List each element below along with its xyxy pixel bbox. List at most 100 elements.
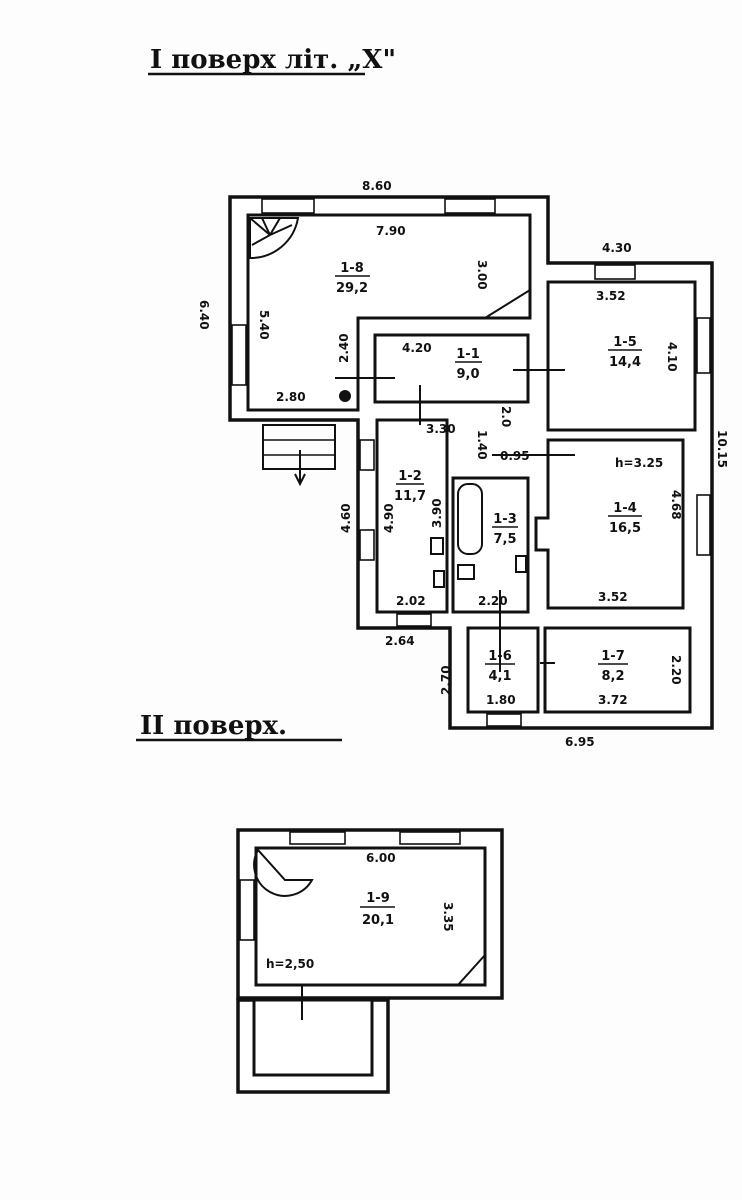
floor1-title: I поверх літ. „Х"	[150, 45, 396, 75]
stove-icon	[481, 288, 531, 319]
room-1-7	[543, 626, 692, 714]
label-text: 4.68	[669, 490, 683, 520]
label-text: 4.20	[402, 341, 432, 355]
label-text: 3.52	[598, 590, 628, 604]
window	[359, 439, 375, 471]
label-text: 11,7	[394, 489, 426, 504]
floor2-plan: 1-9 20,1 6.00 3.35 h=2,50	[236, 828, 504, 1094]
dim-6-00: 6.00	[366, 851, 396, 865]
label-text: 1-9	[366, 891, 390, 906]
label-text: 4.90	[382, 503, 396, 533]
room-1-2	[375, 418, 449, 614]
dimension-labels: 8.60 7.90 6.40 5.40 2.40 4.20 2.80 3.00 …	[197, 179, 729, 749]
label-text: 2.64	[385, 634, 415, 648]
column-icon	[339, 390, 351, 402]
label-text: 3.00	[475, 260, 489, 290]
dim-3-35: 3.35	[441, 902, 455, 932]
stove-icon	[455, 952, 486, 986]
floor1-plan: 1-8 29,2 1-1 9,0 1-5 14,4 1-2 11,7 1-3 7…	[197, 179, 729, 749]
sink-icon	[457, 564, 475, 580]
window	[396, 613, 432, 627]
label-text: 4.60	[339, 503, 353, 533]
room-label-1-5: 1-5 14,4	[608, 335, 642, 370]
window	[359, 529, 375, 561]
window	[289, 831, 346, 845]
room-label-1-2: 1-2 11,7	[394, 469, 426, 504]
label-text: 2.02	[396, 594, 426, 608]
dim-h-2-50: h=2,50	[266, 957, 314, 971]
label-text: 8,2	[601, 669, 624, 684]
label-text: 6.40	[197, 300, 211, 330]
appliance-icon-2	[433, 570, 445, 588]
window	[444, 198, 496, 214]
room-label-1-1: 1-1 9,0	[455, 347, 482, 382]
label-text: 0.95	[500, 449, 530, 463]
label-text: 14,4	[609, 355, 641, 370]
bathtub-icon	[457, 483, 483, 555]
door-marks	[335, 369, 575, 672]
toilet-icon	[515, 555, 527, 573]
label-text: 2.40	[337, 333, 351, 363]
label-text: 5.40	[257, 310, 271, 340]
window	[486, 713, 522, 727]
entrance-arrow-icon	[294, 450, 306, 487]
label-text: 1-6	[488, 649, 512, 664]
label-text: 2.70	[439, 665, 453, 695]
room-1-8	[246, 213, 532, 412]
label-text: 1-5	[613, 335, 637, 350]
window	[696, 494, 711, 556]
label-text: 6.95	[565, 735, 595, 749]
label-text: 8.60	[362, 179, 392, 193]
room-1-4	[534, 438, 685, 610]
room-1-6	[466, 626, 540, 714]
room-1-1	[373, 333, 530, 404]
label-text: 9,0	[456, 367, 479, 382]
annex-room	[252, 998, 374, 1077]
label-text: 29,2	[336, 281, 368, 296]
label-text: 4,1	[488, 669, 511, 684]
spiral-stair-icon	[249, 217, 300, 260]
window	[231, 324, 247, 386]
label-text: 1-7	[601, 649, 625, 664]
room-1-5	[546, 280, 697, 432]
label-text: 1-3	[493, 512, 517, 527]
window	[696, 317, 711, 374]
window	[239, 879, 255, 941]
room-1-9	[254, 846, 487, 987]
spiral-stair-icon	[253, 848, 314, 897]
label-text: 1-1	[456, 347, 480, 362]
label-text: 1-4	[613, 501, 637, 516]
window	[399, 831, 461, 845]
room-1-3	[451, 476, 530, 614]
floor2-title: II поверх.	[140, 711, 287, 741]
label-text: 2.20	[669, 655, 683, 685]
label-text: 16,5	[609, 521, 641, 536]
room-label-1-4: 1-4 16,5	[608, 501, 642, 536]
window	[594, 264, 636, 280]
room-label-1-7: 1-7 8,2	[598, 649, 628, 684]
label-text: 20,1	[362, 913, 394, 928]
label-text: 7.90	[376, 224, 406, 238]
label-text: 4.10	[665, 342, 679, 372]
label-text: 2.20	[478, 594, 508, 608]
label-text: 3.72	[598, 693, 628, 707]
label-text: 1-2	[398, 469, 422, 484]
label-text: 1.80	[486, 693, 516, 707]
room-label-1-3: 1-3 7,5	[492, 512, 518, 547]
room-label-1-6: 1-6 4,1	[485, 649, 515, 684]
label-text: 3.90	[430, 498, 444, 528]
stair-steps	[249, 217, 293, 246]
room-label-1-8: 1-8 29,2	[335, 261, 370, 296]
label-text: 2.0	[499, 406, 513, 427]
label-text: 1-8	[340, 261, 364, 276]
label-text: 7,5	[493, 532, 516, 547]
label-text: 2.80	[276, 390, 306, 404]
room-label-1-9: 1-9 20,1	[360, 891, 395, 928]
label-text: 1.40	[475, 430, 489, 460]
window	[261, 198, 315, 214]
label-text: 3.30	[426, 422, 456, 436]
label-text: 3.52	[596, 289, 626, 303]
label-text: 10.15	[715, 430, 729, 468]
label-text: 4.30	[602, 241, 632, 255]
